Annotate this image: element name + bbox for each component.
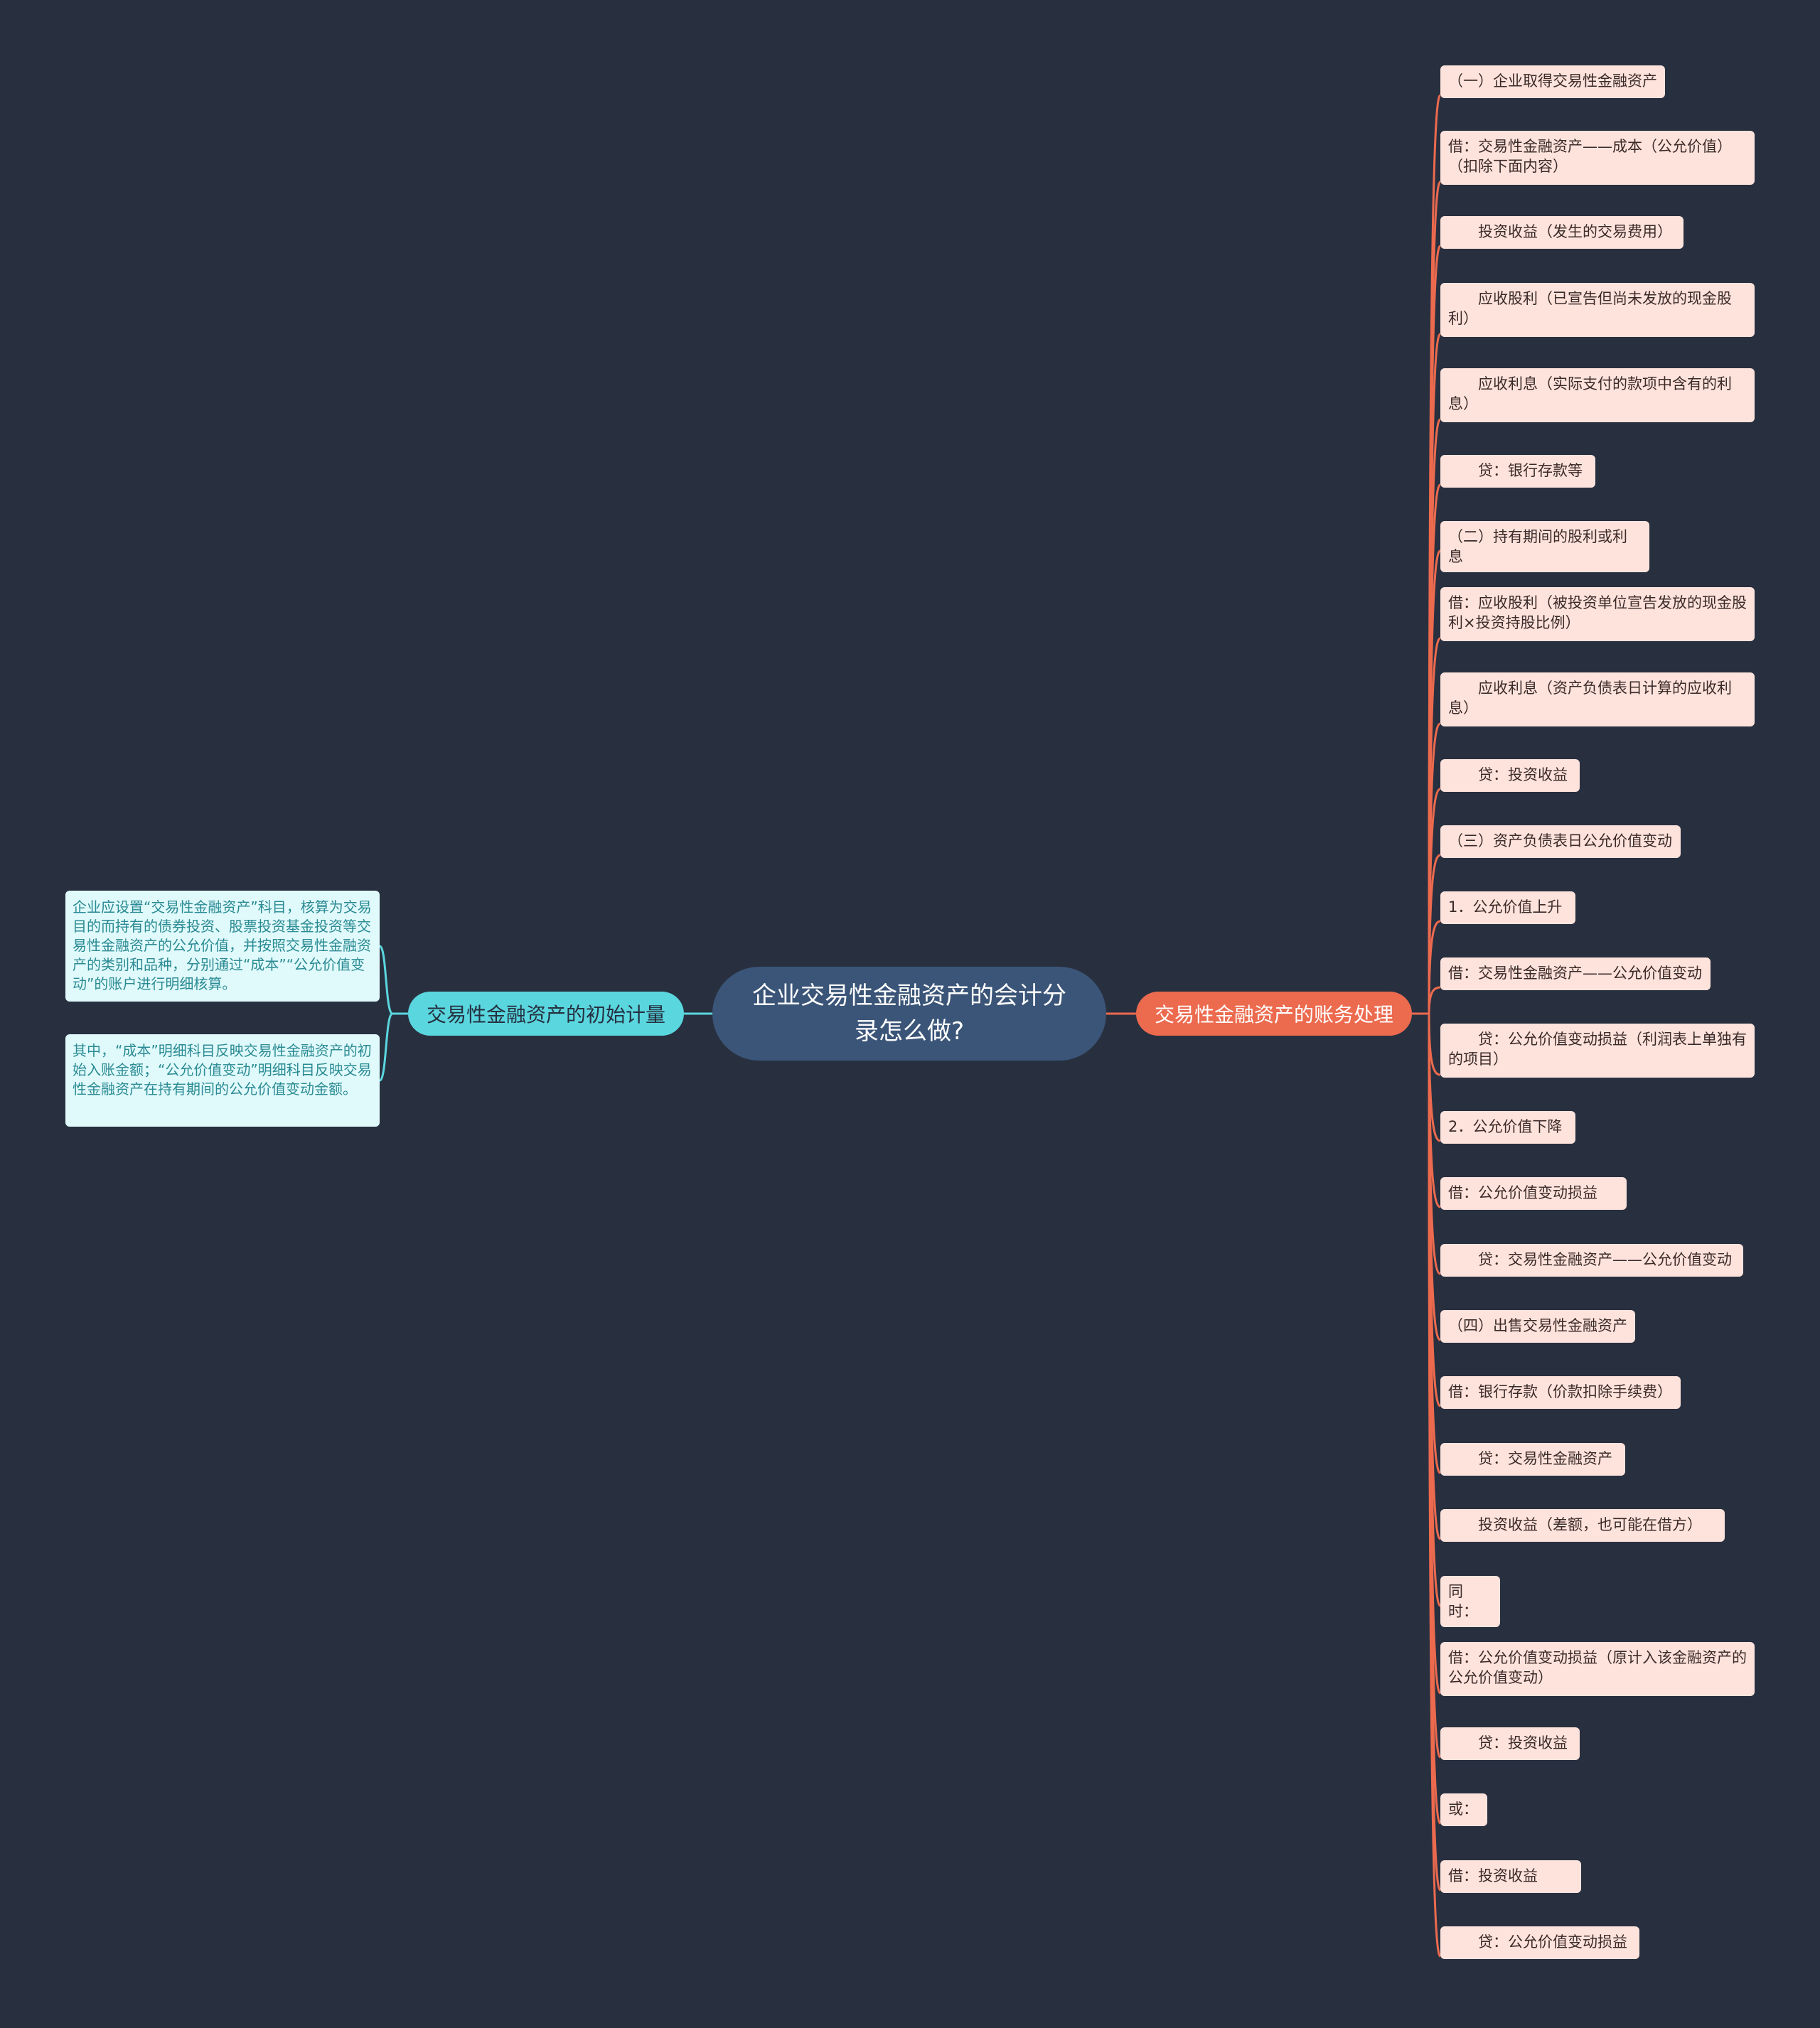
- leaf-accounting-6[interactable]: 贷：银行存款等: [1440, 455, 1595, 488]
- leaf-accounting-2[interactable]: 借：交易性金融资产——成本（公允价值）（扣除下面内容）: [1440, 131, 1755, 185]
- leaf-accounting-19[interactable]: 借：银行存款（价款扣除手续费）: [1440, 1376, 1681, 1409]
- central-topic-label: 企业交易性金融资产的会计分录怎么做?: [752, 982, 1066, 1046]
- leaf-accounting-21[interactable]: 投资收益（差额，也可能在借方）: [1440, 1509, 1725, 1542]
- leaf-accounting-15[interactable]: 2．公允价值下降: [1440, 1111, 1575, 1144]
- leaf-accounting-23[interactable]: 借：公允价值变动损益（原计入该金融资产的公允价值变动）: [1440, 1642, 1755, 1696]
- leaf-accounting-22[interactable]: 同时：: [1440, 1576, 1500, 1627]
- leaf-initial-1[interactable]: 企业应设置“交易性金融资产”科目，核算为交易目的而持有的债券投资、股票投资基金投…: [65, 891, 380, 1002]
- leaf-accounting-5[interactable]: 应收利息（实际支付的款项中含有的利息）: [1440, 368, 1755, 422]
- connector-right-leaf-27: [1428, 1013, 1441, 1958]
- leaf-accounting-10[interactable]: 贷：投资收益: [1440, 759, 1580, 792]
- central-topic[interactable]: 企业交易性金融资产的会计分录怎么做?: [712, 967, 1106, 1061]
- leaf-accounting-12[interactable]: 1．公允价值上升: [1440, 891, 1575, 924]
- leaf-accounting-7[interactable]: （二）持有期间的股利或利息: [1440, 521, 1649, 572]
- leaf-initial-2[interactable]: 其中，“成本”明细科目反映交易性金融资产的初始入账金额；“公允价值变动”明细科目…: [65, 1034, 380, 1127]
- leaf-accounting-4[interactable]: 应收股利（已宣告但尚未发放的现金股利）: [1440, 283, 1755, 337]
- leaf-accounting-24[interactable]: 贷：投资收益: [1440, 1727, 1580, 1760]
- connector-right-leaf-14: [1428, 1013, 1441, 1076]
- branch-initial-measurement[interactable]: 交易性金融资产的初始计量: [408, 992, 684, 1036]
- connector-left-leaf-1: [378, 945, 394, 1015]
- leaf-accounting-16[interactable]: 借：公允价值变动损益: [1440, 1177, 1627, 1210]
- leaf-accounting-26[interactable]: 借：投资收益: [1440, 1860, 1581, 1893]
- leaf-accounting-11[interactable]: （三）资产负债表日公允价值变动: [1440, 825, 1681, 858]
- connector-right-leaf-13: [1428, 986, 1441, 1014]
- leaf-accounting-14[interactable]: 贷：公允价值变动损益（利润表上单独有的项目）: [1440, 1024, 1755, 1078]
- leaf-accounting-1[interactable]: （一）企业取得交易性金融资产: [1440, 65, 1665, 98]
- leaf-accounting-3[interactable]: 投资收益（发生的交易费用）: [1440, 216, 1684, 249]
- leaf-accounting-9[interactable]: 应收利息（资产负债表日计算的应收利息）: [1440, 672, 1755, 726]
- branch-label: 交易性金融资产的账务处理: [1154, 1003, 1393, 1026]
- leaf-accounting-17[interactable]: 贷：交易性金融资产——公允价值变动: [1440, 1244, 1743, 1277]
- leaf-accounting-20[interactable]: 贷：交易性金融资产: [1440, 1443, 1625, 1476]
- connector-left-leaf-2: [378, 1012, 394, 1082]
- leaf-accounting-13[interactable]: 借：交易性金融资产——公允价值变动: [1440, 957, 1711, 990]
- leaf-accounting-25[interactable]: 或：: [1440, 1793, 1487, 1826]
- branch-accounting-treatment[interactable]: 交易性金融资产的账务处理: [1136, 992, 1412, 1036]
- leaf-accounting-18[interactable]: （四）出售交易性金融资产: [1440, 1310, 1635, 1343]
- connector-right-leaf-12: [1428, 920, 1441, 1014]
- leaf-accounting-27[interactable]: 贷：公允价值变动损益: [1440, 1926, 1639, 1959]
- leaf-accounting-8[interactable]: 借：应收股利（被投资单位宣告发放的现金股利×投资持股比例）: [1440, 587, 1755, 641]
- branch-label: 交易性金融资产的初始计量: [426, 1003, 665, 1026]
